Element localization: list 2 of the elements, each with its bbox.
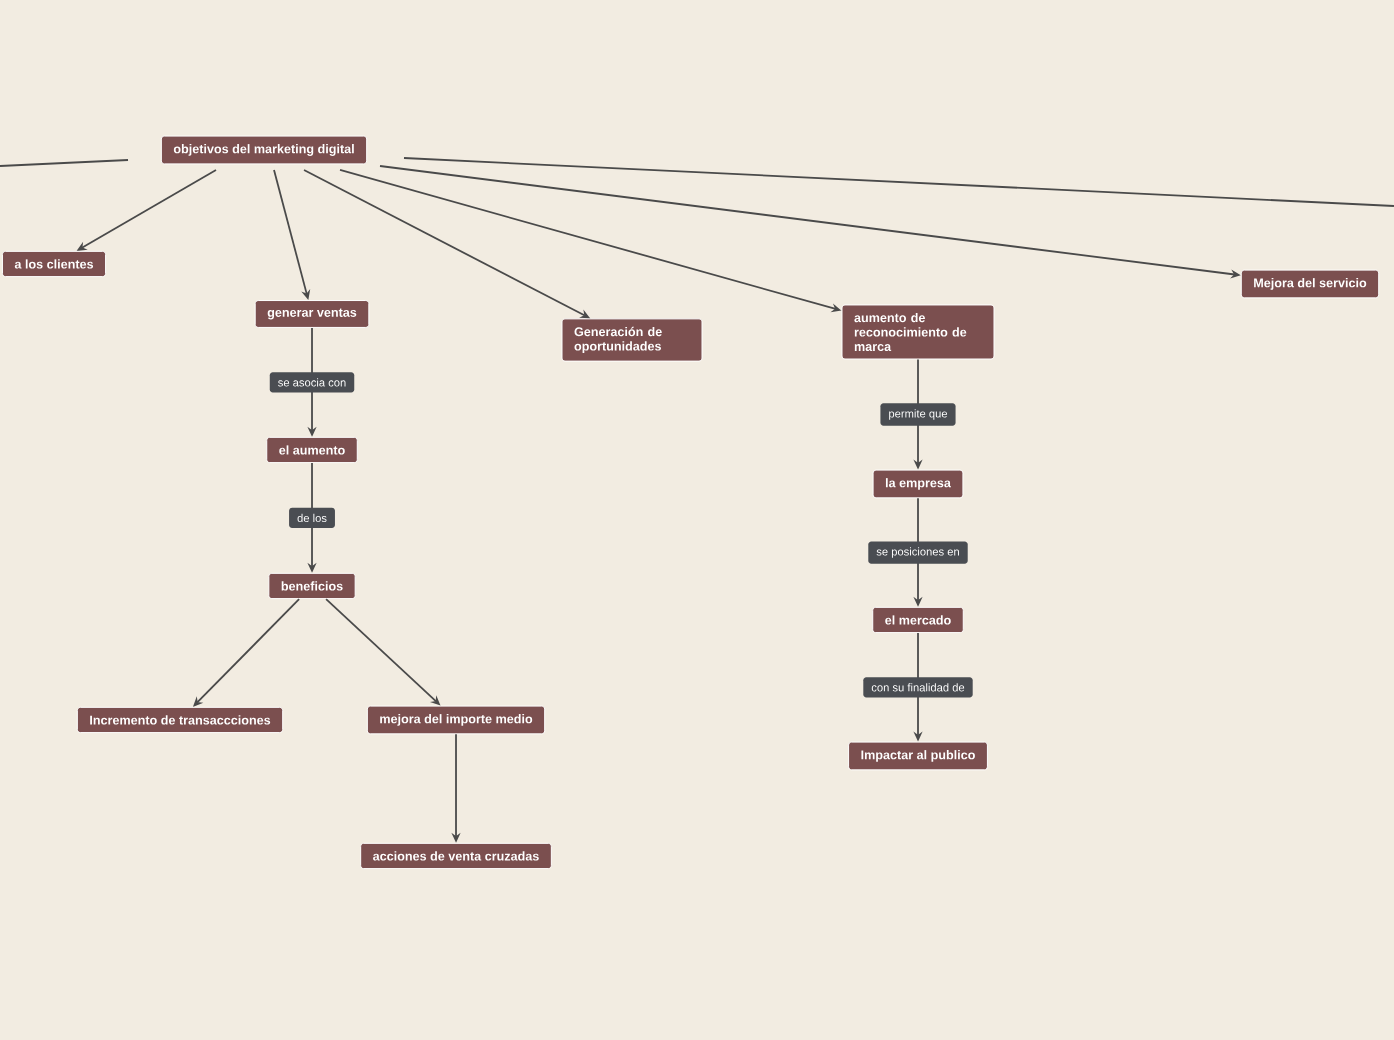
connector-line <box>403 157 1394 207</box>
connector-line <box>0 159 129 167</box>
